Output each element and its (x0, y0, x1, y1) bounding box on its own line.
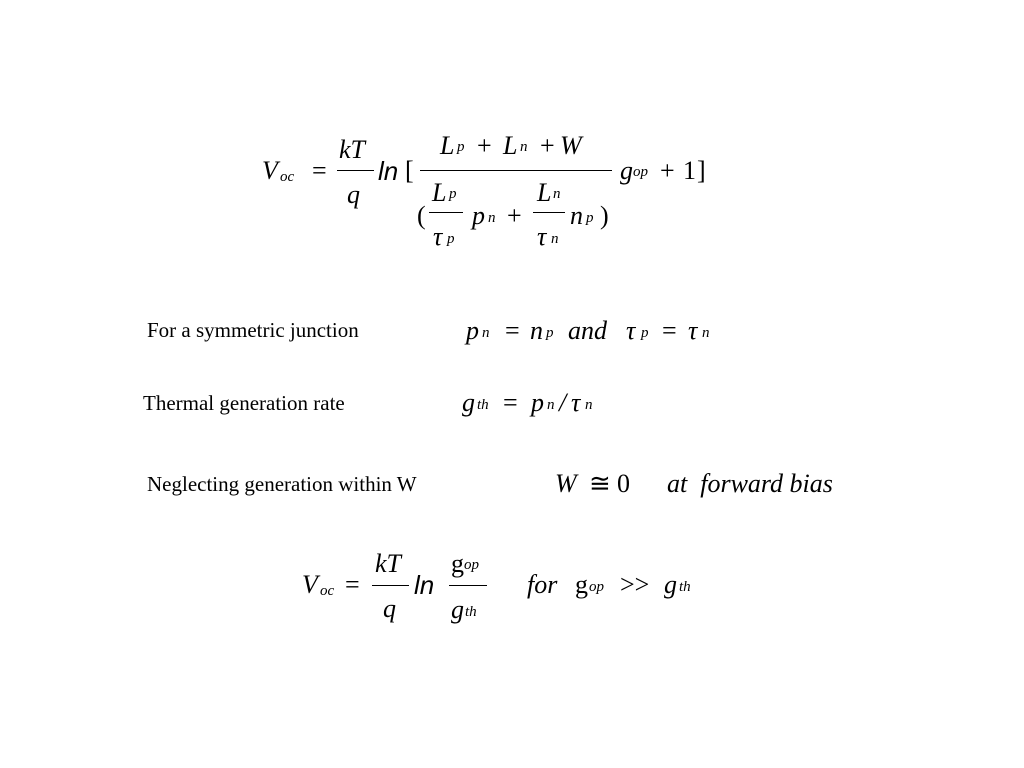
tau-n-thermal-sub: n (585, 397, 593, 413)
denominator-n: n (570, 201, 583, 230)
denominator-tau-n: τ (537, 222, 547, 251)
w-symbol: W (555, 469, 577, 498)
denominator-tau-n-sub: n (551, 231, 559, 247)
g-op-numerator-sub: op (464, 557, 479, 573)
voc2-sub: oc (320, 583, 335, 599)
denominator-n-sub: p (586, 210, 594, 226)
numerator-w: W (560, 131, 582, 160)
equals-1: = (505, 316, 520, 345)
ln2-function: ln (414, 570, 435, 600)
neglecting-generation-label: Neglecting generation within W (147, 472, 417, 496)
tau-p-symbol: τ (626, 316, 636, 345)
zero: 0 (617, 469, 630, 498)
g-op-condition: g (575, 570, 588, 599)
pn-thermal: p (531, 388, 544, 417)
equals-eq2: = (345, 570, 360, 599)
kt-numerator: kT (339, 135, 365, 164)
equals-2: = (662, 316, 677, 345)
equals-thermal: = (503, 388, 518, 417)
denominator-close-paren: ) (600, 201, 609, 230)
main-fraction-bar (420, 170, 612, 171)
slash: / (559, 388, 567, 417)
numerator-plus-2: + (540, 131, 555, 160)
denominator-open-paren: ( (417, 201, 426, 230)
voc-symbol: V (262, 156, 278, 185)
one: 1 (683, 156, 696, 185)
denominator-plus: + (507, 201, 522, 230)
left-bracket: [ (405, 156, 414, 185)
g-th-symbol: g (462, 388, 475, 417)
g-fraction-bar (449, 585, 487, 586)
denominator-tau-p: τ (433, 222, 443, 251)
denominator-p: p (472, 201, 485, 230)
denominator-tau-p-sub: p (447, 231, 455, 247)
numerator-lp: L (440, 131, 455, 160)
tau-n-thermal: τ (571, 388, 581, 417)
equals-sign: = (312, 156, 327, 185)
np-symbol: n (530, 316, 543, 345)
q-denominator: q (347, 180, 360, 209)
symmetric-junction-label: For a symmetric junction (147, 318, 359, 342)
forward-bias-text: at forward bias (667, 469, 833, 498)
g-th-sub: th (477, 397, 489, 413)
tau-n-sub: n (702, 325, 710, 341)
numerator-ln-sub: n (520, 139, 528, 155)
denominator-ln-sub: n (553, 186, 561, 202)
pn-sub: n (482, 325, 490, 341)
denominator-lp-sub: p (449, 186, 457, 202)
denominator-lp: L (432, 178, 447, 207)
g-th-condition: g (664, 570, 677, 599)
numerator-plus-1: + (477, 131, 492, 160)
right-bracket: ] (697, 156, 706, 185)
kt-fraction-bar (337, 170, 374, 171)
and-word: and (568, 316, 607, 345)
ln-function: ln (378, 156, 399, 186)
g-op: g (620, 156, 633, 185)
g-th-condition-sub: th (679, 579, 691, 595)
tau-n-symbol: τ (688, 316, 698, 345)
voc-subscript: oc (280, 169, 295, 185)
plus-one-sign: + (660, 156, 675, 185)
approx-equal-sign: ≅ (589, 469, 611, 498)
lp-tau-fraction-bar (429, 212, 463, 213)
pn-thermal-sub: n (547, 397, 555, 413)
voc2-symbol: V (302, 570, 318, 599)
g-th-denominator: g (451, 595, 464, 624)
q2-denominator: q (383, 594, 396, 623)
kt2-numerator: kT (375, 549, 401, 578)
np-sub: p (546, 325, 554, 341)
for-word: for (527, 570, 558, 599)
denominator-p-sub: n (488, 210, 496, 226)
g-th-denominator-sub: th (465, 604, 477, 620)
ln-tau-fraction-bar (533, 212, 565, 213)
tau-p-sub: p (641, 325, 649, 341)
kt2-fraction-bar (372, 585, 409, 586)
numerator-ln: L (503, 131, 518, 160)
thermal-generation-label: Thermal generation rate (143, 391, 345, 415)
numerator-lp-sub: p (457, 139, 465, 155)
denominator-ln: L (537, 178, 552, 207)
pn-symbol: p (466, 316, 479, 345)
g-op-sub: op (633, 164, 648, 180)
g-op-numerator: g (451, 549, 464, 578)
g-op-condition-sub: op (589, 579, 604, 595)
much-greater-sign: >> (620, 570, 650, 599)
